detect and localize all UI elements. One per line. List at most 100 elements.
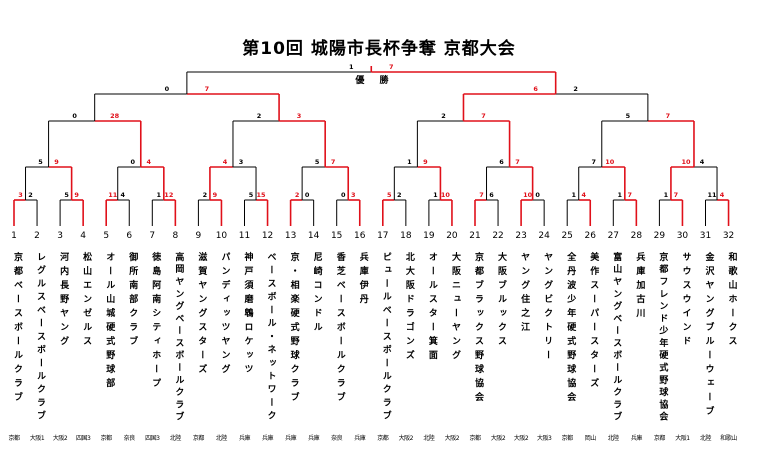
team-number: 12 — [261, 231, 274, 241]
team-region: 京都 — [100, 435, 113, 442]
team-region: 兵庫 — [630, 435, 643, 442]
team-name: 滋賀ヤングスターズ — [196, 252, 207, 378]
score-label: 1 — [618, 191, 623, 199]
score-label: 7 — [666, 112, 671, 120]
team-region: 京都 — [561, 435, 574, 442]
team-region: 京都 — [8, 435, 20, 442]
team-region: 奈良 — [331, 435, 343, 442]
team-name: 全丹波少年硬式野球協会 — [565, 252, 576, 406]
team-region: 大阪1 — [29, 435, 45, 442]
team-region: 奈良 — [123, 435, 136, 442]
score-label: 2 — [441, 112, 446, 120]
score-label: 6 — [489, 191, 494, 199]
score-label: 5 — [626, 112, 631, 120]
score-label: 0 — [72, 112, 77, 120]
team-number: 15 — [330, 231, 343, 241]
team-number: 3 — [57, 231, 63, 241]
score-label: 3 — [239, 158, 244, 166]
score-label: 4 — [147, 158, 152, 166]
score-label: 1 — [571, 191, 576, 199]
score-label: 28 — [110, 112, 120, 120]
score-label: 3 — [18, 191, 23, 199]
score-label: 4 — [581, 191, 586, 199]
score-label: 4 — [720, 191, 725, 199]
team-region: 兵庫 — [238, 435, 251, 442]
team-name: 富山ヤングベースボールクラブ — [611, 252, 622, 424]
team-region: 大阪1 — [675, 435, 690, 442]
team-number: 20 — [446, 231, 458, 241]
score-label: 1 — [433, 191, 438, 199]
team-number: 29 — [653, 231, 666, 241]
team-name: 京都フレンド少年硬式野球協会 — [657, 252, 668, 424]
team-number: 21 — [469, 231, 481, 241]
score-label: 9 — [213, 191, 218, 199]
team-name: 兵庫加古川 — [634, 252, 645, 322]
team-region: 大阪2 — [444, 435, 460, 442]
score-label: 10 — [681, 158, 691, 166]
team-name: ヤング住之江 — [519, 252, 530, 336]
score-label: 11 — [708, 191, 718, 199]
team-name: レグルスベースボールクラブ — [35, 252, 46, 424]
team-name: サウスウインド — [680, 252, 691, 350]
team-name: 和歌山ホークス — [726, 252, 737, 350]
score-label: 1 — [407, 158, 412, 166]
team-number: 16 — [354, 231, 366, 241]
team-region: 京都 — [377, 435, 389, 442]
team-region: 大阪2 — [52, 435, 68, 442]
score-label: 12 — [164, 191, 173, 199]
score-label: 7 — [628, 191, 633, 199]
team-region: 四国3 — [145, 435, 160, 442]
team-name: 神戸須磨鵯ロケッツ — [242, 252, 253, 378]
score-label: 9 — [423, 158, 428, 166]
team-name: オールスター箕面 — [426, 252, 437, 364]
team-name: 京・相楽硬式野球クラブ — [288, 252, 299, 406]
score-label: 0 — [341, 191, 346, 199]
team-region: 京都 — [192, 435, 205, 442]
score-label: 4 — [700, 158, 705, 166]
team-name: 兵庫伊丹 — [357, 252, 368, 308]
team-region: 北陸 — [607, 435, 620, 442]
team-number: 13 — [284, 231, 297, 241]
score-label: 7 — [515, 158, 520, 166]
score-label: 2 — [573, 85, 578, 93]
score-label: 15 — [257, 191, 267, 199]
score-label: 5 — [64, 191, 69, 199]
champion-label: 優 勝 — [355, 76, 395, 86]
team-region: 大阪2 — [490, 435, 506, 442]
team-name: ヤングビクトリー — [542, 252, 553, 364]
score-label: 3 — [351, 191, 356, 199]
score-label: 4 — [120, 191, 125, 199]
score-label: 5 — [249, 191, 254, 199]
team-number: 10 — [215, 231, 228, 241]
score-label: 0 — [165, 85, 170, 93]
score-label: 0 — [131, 158, 136, 166]
team-region: 北陸 — [423, 435, 435, 442]
team-number: 24 — [538, 231, 550, 241]
team-number: 19 — [423, 231, 435, 241]
score-label: 3 — [297, 112, 302, 120]
score-label: 7 — [674, 191, 679, 199]
score-label: 2 — [28, 191, 33, 199]
team-name: 高岡ヤングベースボールクラブ — [173, 252, 184, 424]
page-title: 第10回 城陽市長杯争奪 京都大会 — [242, 39, 516, 59]
team-number: 11 — [238, 231, 251, 241]
score-label: 0 — [535, 191, 540, 199]
team-region: 大阪2 — [513, 435, 529, 442]
team-number: 23 — [515, 231, 527, 241]
team-region: 北陸 — [699, 435, 712, 442]
team-name: 尼崎コンドル — [311, 252, 322, 336]
team-number: 4 — [80, 231, 86, 241]
score-label: 5 — [38, 158, 43, 166]
score-label: 0 — [305, 191, 310, 199]
score-label: 7 — [389, 63, 394, 71]
score-label: 7 — [481, 112, 486, 120]
team-region: 大阪2 — [398, 435, 414, 442]
team-name: 徳島阿南シティホープ — [150, 252, 161, 392]
team-name: パンディッツヤング — [219, 252, 230, 378]
team-name: 河内長野ヤング — [58, 252, 69, 350]
team-region: 岡山 — [584, 435, 597, 442]
team-region: 四国3 — [75, 435, 91, 442]
team-region: 北陸 — [169, 435, 182, 442]
team-number: 31 — [699, 231, 712, 241]
team-region: 兵庫 — [285, 435, 297, 442]
